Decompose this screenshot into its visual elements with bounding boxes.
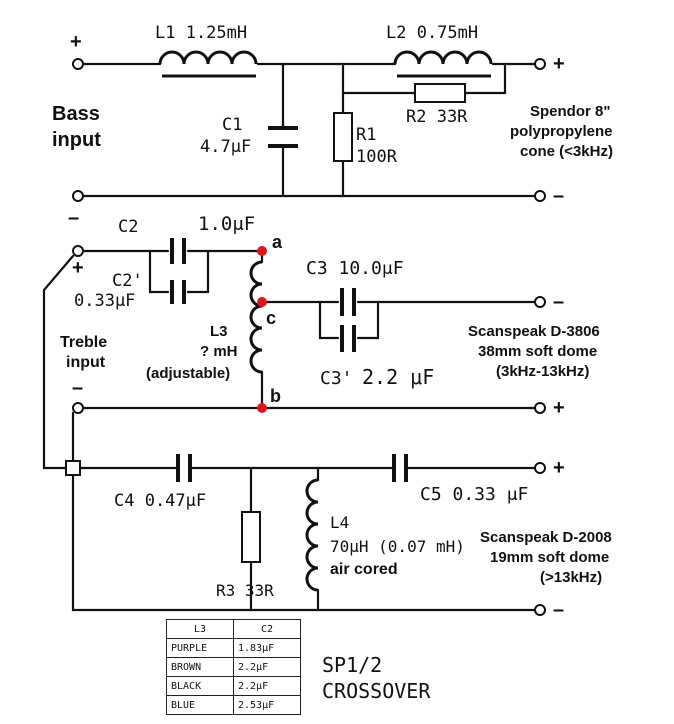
tweeter-label-2: 19mm soft dome	[490, 549, 609, 566]
bass-input-label-2: input	[52, 129, 101, 151]
mid-minus-sign: –	[553, 291, 564, 313]
node-b-marker	[257, 403, 267, 413]
crossover-junction	[65, 460, 81, 476]
mid-driver-label-2: 38mm soft dome	[478, 343, 597, 360]
mid-plus-terminal	[534, 402, 546, 414]
bass-plus-sign: +	[70, 31, 82, 53]
l3-note: (adjustable)	[146, 365, 230, 382]
table-header-row: L3 C2	[166, 619, 301, 639]
woofer-minus-sign: –	[553, 185, 564, 207]
tweeter-label-1: Scanspeak D-2008	[480, 529, 612, 546]
c1-value: 4.7μF	[200, 137, 251, 157]
l2-label: L2 0.75mH	[386, 23, 478, 43]
tweeter-feed-wire	[42, 254, 75, 470]
treble-plus-sign: +	[72, 257, 84, 279]
l3-inductor	[249, 260, 263, 374]
c2p-branch-wire	[148, 249, 210, 294]
bass-input-label-1: Bass	[52, 103, 100, 125]
table-cell: BLUE	[166, 695, 234, 715]
mid-section	[72, 238, 546, 414]
mid-minus-terminal	[534, 296, 546, 308]
c2-label: C2	[118, 217, 138, 237]
table-row: BLUE 2.53μF	[166, 695, 301, 715]
l4-note: air cored	[330, 561, 398, 578]
table-row: BLACK 2.2μF	[166, 676, 301, 696]
r2-label: R2 33R	[406, 107, 468, 127]
l3-c2-table: L3 C2 PURPLE 1.83μF BROWN 2.2μF BLACK 2.…	[166, 619, 301, 715]
c2p-label: C2'	[112, 271, 143, 291]
l4-label: L4	[330, 513, 349, 532]
table-cell: BROWN	[166, 657, 234, 677]
diagram-title: SP1/2 CROSSOVER	[322, 652, 430, 704]
node-c-label: c	[266, 308, 276, 328]
table-row: PURPLE 1.83μF	[166, 638, 301, 658]
woofer-plus-terminal	[534, 58, 546, 70]
tweeter-minus-sign: –	[553, 599, 564, 621]
table-cell: 1.83μF	[233, 638, 301, 658]
c4-label: C4 0.47μF	[114, 491, 206, 511]
treble-minus-sign: –	[72, 377, 83, 399]
table-cell: BLACK	[166, 676, 234, 696]
node-c-marker	[257, 297, 267, 307]
c1-label: C1	[222, 115, 242, 135]
node-a-label: a	[272, 232, 283, 252]
table-header-cell: L3	[166, 619, 234, 639]
r1-label: R1	[356, 125, 376, 145]
c2-value: 1.0μF	[198, 213, 255, 235]
woofer-label-2: polypropylene	[510, 123, 613, 140]
l3-label: L3	[210, 323, 228, 340]
node-a-marker	[257, 246, 267, 256]
treble-input-minus-terminal	[72, 402, 84, 414]
r3-resistor	[241, 511, 261, 563]
c5-label: C5 0.33 μF	[420, 484, 528, 505]
mid-driver-label-3: (3kHz-13kHz)	[496, 363, 589, 380]
node-b-label: b	[270, 386, 281, 406]
tweeter-plus-terminal	[534, 462, 546, 474]
woofer-minus-terminal	[534, 190, 546, 202]
treble-input-label-1: Treble	[60, 334, 107, 351]
table-row: BROWN 2.2μF	[166, 657, 301, 677]
r1-resistor	[333, 112, 353, 162]
tweeter-minus-terminal	[534, 604, 546, 616]
l1-label: L1 1.25mH	[155, 23, 247, 43]
tweeter-top-wire	[71, 411, 537, 470]
l3-value: ? mH	[200, 343, 238, 360]
mid-plus-sign: +	[553, 397, 565, 419]
woofer-label-1: Spendor 8"	[530, 103, 610, 120]
l4-value: 70μH (0.07 mH)	[330, 537, 465, 556]
title-line-2: CROSSOVER	[322, 679, 431, 703]
bass-minus-sign: –	[68, 207, 79, 229]
treble-input-plus-terminal	[72, 245, 84, 257]
title-line-1: SP1/2	[322, 653, 383, 677]
tweeter-label-3: (>13kHz)	[540, 569, 602, 586]
woofer-plus-sign: +	[553, 53, 565, 75]
c2p-value: 0.33μF	[74, 291, 135, 311]
l1-inductor	[158, 50, 258, 65]
c3-label: C3 10.0μF	[306, 258, 404, 279]
table-cell: 2.53μF	[233, 695, 301, 715]
r2-resistor	[414, 83, 466, 103]
tweeter-plus-sign: +	[553, 457, 565, 479]
l2-inductor	[393, 50, 493, 65]
tweeter-return-wire	[71, 473, 537, 612]
tweeter-section	[42, 254, 546, 616]
bass-section	[72, 50, 546, 202]
table-cell: PURPLE	[166, 638, 234, 658]
table-cell: 2.2μF	[233, 657, 301, 677]
table-cell: 2.2μF	[233, 676, 301, 696]
c3p-label: C3'	[320, 368, 353, 389]
woofer-label-3: cone (<3kHz)	[520, 143, 613, 160]
r1-value: 100R	[356, 147, 398, 167]
c3p-branch-wire	[318, 300, 380, 340]
r3-label: R3 33R	[216, 581, 274, 600]
labels: + – + – L1 1.25mH L2 0.75mH C1 4.7μF R1 …	[52, 23, 613, 621]
c3p-value: 2.2 μF	[362, 365, 434, 389]
bass-input-plus-terminal	[72, 58, 84, 70]
mid-driver-label-1: Scanspeak D-3806	[468, 323, 600, 340]
l4-inductor	[305, 478, 319, 592]
bass-input-minus-terminal	[72, 190, 84, 202]
table-header-cell: C2	[233, 619, 301, 639]
treble-input-label-2: input	[66, 354, 106, 371]
